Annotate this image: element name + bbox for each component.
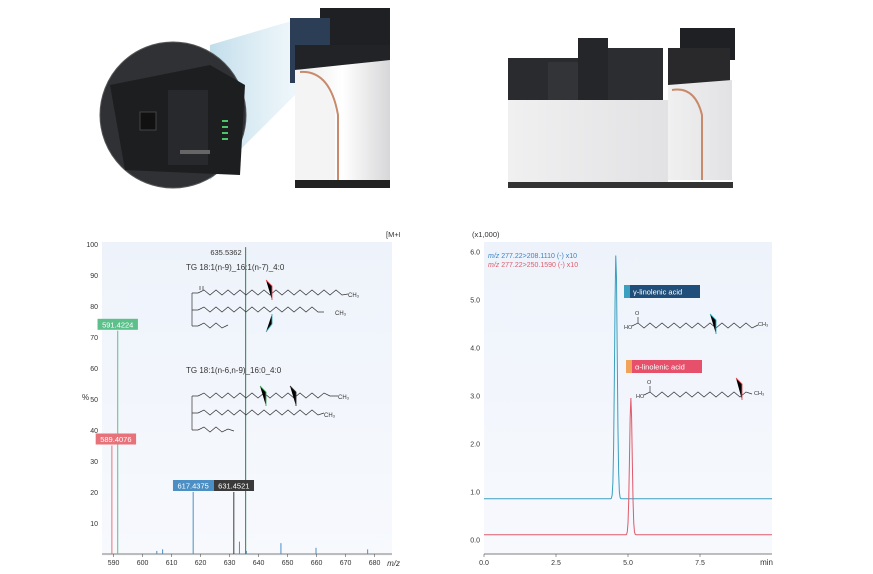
legend-series-2: m/z 277.22>250.1590 (-) x10 [488,262,578,269]
alpha-label-accent [626,360,632,373]
mass-spectrum-chart: 10 20 30 40 50 60 70 80 90 100 590 600 610 620 630 640 6… [82,230,400,568]
x-tick-label: 670 [340,560,352,567]
x-tick-label: 2.5 [551,560,561,567]
legend-prefix-1: m/z [488,253,500,260]
chromatogram-trace [484,255,772,500]
legend-prefix-2: m/z [488,262,500,269]
alpha-o: O [647,380,652,386]
legend-suffix-1: 277.22>208.1110 (-) x10 [499,253,577,260]
x-tick-label: 680 [369,560,381,567]
x-tick-label: 590 [108,560,120,567]
gamma-label-accent [624,285,630,298]
gamma-label-box [624,285,700,298]
chromatogram-trace [484,397,772,536]
gamma-label: γ-linolenic acid [633,288,682,297]
x-tick-label: 610 [166,560,178,567]
ch3-label-1: CH₃ [348,293,360,299]
x-tick-label: 600 [137,560,149,567]
structure-1-drawing [191,286,349,329]
peak-label: 589.4076 [100,435,131,444]
x-tick-label: 5.0 [623,560,633,567]
alpha-label-box [626,360,702,373]
peak-label: 591.4224 [102,320,133,329]
alpha-ch3: CH₃ [754,391,764,397]
y-axis-label: % [82,393,89,402]
y-tick-label: 1.0 [470,490,480,497]
peak-label: 635.5362 [210,248,241,257]
y-tick-label: 40 [90,428,98,435]
x-tick-label: 640 [253,560,265,567]
x-tick-label: 660 [311,560,323,567]
precursor-label: [M+H]+ [386,230,400,239]
x-tick-label: 7.5 [695,560,705,567]
y-tick-label: 20 [90,490,98,497]
peak-label: 631.4521 [218,482,249,491]
x-tick-label: 650 [282,560,294,567]
y-tick-label: 2.0 [470,442,480,449]
y-tick-label: 90 [90,273,98,280]
y-tick-label: 100 [86,242,98,249]
ch3-label-2: CH₃ [335,311,347,317]
legend-suffix-2: 277.22>250.1590 (-) x10 [499,262,578,269]
alpha-ho: HO [636,394,645,400]
instrument-photo-lcms [508,28,735,188]
y-tick-label: 0.0 [470,538,480,545]
y-tick-label: 4.0 [470,346,480,353]
y-tick-label: 30 [90,459,98,466]
y-tick-label: 50 [90,397,98,404]
peak-label: 617.4375 [178,482,209,491]
legend-series-1: m/z 277.22>208.1110 (-) x10 [488,253,577,260]
y-tick-label: 3.0 [470,394,480,401]
y-tick-label: 80 [90,304,98,311]
x-tick-label: 0.0 [479,560,489,567]
peak-label-box [172,480,214,491]
alpha-structure [643,386,753,398]
y-axis-label: (x1,000) [472,230,500,239]
ch3-label-3: CH₃ [338,395,350,401]
structure-2-name: TG 18:1(n-6,n-9)_16:0_4:0 [186,366,282,375]
y-tick-label: 60 [90,366,98,373]
ch3-label-4: CH₃ [324,413,336,419]
gamma-ch3: CH₃ [758,322,768,328]
gamma-o: O [635,311,640,317]
x-axis-label: m/z [387,559,400,568]
x-axis-label: min [760,558,773,567]
structure-2-drawing [191,392,338,433]
instrument-photo-ms [99,8,390,189]
y-tick-label: 6.0 [470,250,480,257]
alpha-label: α-linolenic acid [635,363,685,372]
peak-label-box [213,480,255,491]
x-tick-label: 620 [195,560,207,567]
structure-1-name: TG 18:1(n-9)_16:1(n-7)_4:0 [186,263,285,272]
y-tick-label: 5.0 [470,298,480,305]
gamma-ho: HO [624,325,633,331]
y-tick-label: 70 [90,335,98,342]
y-tick-label: 10 [90,521,98,528]
chromatogram-chart: (x1,000) min 0.0 1.0 2.0 3.0 4.0 5.0 6.0 0.0 2.5… [470,230,773,567]
gamma-structure [631,317,759,329]
peak-label-box [95,433,137,445]
peak-label-box [97,318,138,330]
x-tick-label: 630 [224,560,236,567]
